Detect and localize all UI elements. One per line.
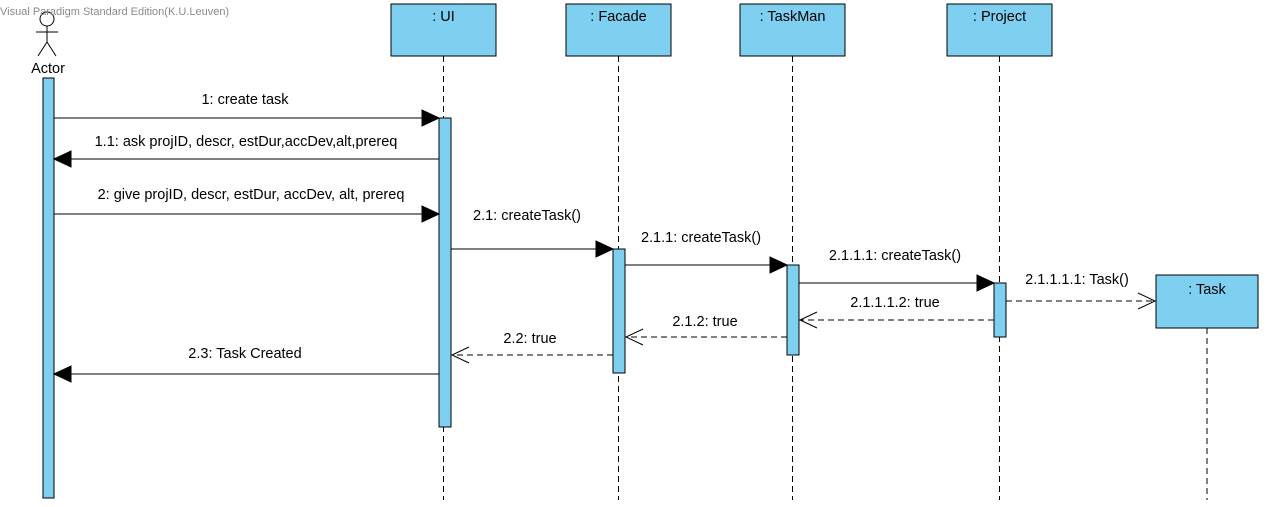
message-2-arrowhead-icon xyxy=(421,205,441,223)
actor-leg-left-icon xyxy=(37,41,48,57)
message-1-1[interactable]: 1.1: ask projID, descr, estDur,accDev,al… xyxy=(52,134,439,168)
actor-activation-bar xyxy=(42,77,55,499)
message-2-3-label: 2.3: Task Created xyxy=(188,346,301,362)
message-2-1[interactable]: 2.1: createTask() xyxy=(451,208,615,258)
message-2-1-2-arrowhead-icon xyxy=(624,328,644,346)
actor-label: Actor xyxy=(31,61,65,77)
message-2-1-1-1-1[interactable]: 2.1.1.1.1: Task() xyxy=(1006,272,1157,310)
message-2-1-1-1-2[interactable]: 2.1.1.1.2: true xyxy=(798,295,994,329)
message-2-1-2[interactable]: 2.1.2: true xyxy=(624,314,787,346)
message-1-1-arrowhead-icon xyxy=(52,150,72,168)
message-2-1-arrowhead-icon xyxy=(595,240,615,258)
message-2-1-1-1-1-arrowhead-icon xyxy=(1137,292,1157,310)
message-2-1-1[interactable]: 2.1.1: createTask() xyxy=(625,230,789,274)
lifeline-facade-label: : Facade xyxy=(590,9,646,25)
lifeline-taskman-activation xyxy=(786,264,800,356)
message-1-label: 1: create task xyxy=(201,92,289,108)
message-2-2-arrowhead-icon xyxy=(450,346,470,364)
actor-leg-right-icon xyxy=(46,41,57,57)
message-2-1-1-arrowhead-icon xyxy=(769,256,789,274)
message-1[interactable]: 1: create task xyxy=(54,92,441,127)
message-2-2[interactable]: 2.2: true xyxy=(450,331,613,364)
message-2-2-label: 2.2: true xyxy=(503,331,556,347)
message-2-3[interactable]: 2.3: Task Created xyxy=(52,346,439,383)
lifeline-facade[interactable]: : Facade xyxy=(565,3,672,500)
message-2-1-2-label: 2.1.2: true xyxy=(672,314,737,330)
lifeline-task-box xyxy=(1155,274,1259,329)
lifeline-taskman-box xyxy=(739,3,846,57)
message-2-label: 2: give projID, descr, estDur, accDev, a… xyxy=(98,187,405,203)
lifeline-facade-activation xyxy=(612,248,626,374)
lifeline-ui[interactable]: : UI xyxy=(390,3,497,500)
message-1-arrowhead-icon xyxy=(421,109,441,127)
lifeline-project-box xyxy=(946,3,1053,57)
lifeline-taskman-label: : TaskMan xyxy=(760,9,826,25)
lifeline-ui-label: : UI xyxy=(432,9,455,25)
message-2-1-1-label: 2.1.1: createTask() xyxy=(641,230,761,246)
message-2-1-label: 2.1: createTask() xyxy=(473,208,581,224)
message-2-1-1-1[interactable]: 2.1.1.1: createTask() xyxy=(799,248,996,292)
lifeline-project-label: : Project xyxy=(973,9,1026,25)
message-2-1-1-1-arrowhead-icon xyxy=(976,274,996,292)
message-1-1-label: 1.1: ask projID, descr, estDur,accDev,al… xyxy=(95,134,398,150)
actor[interactable]: Actor xyxy=(31,11,65,77)
lifeline-project[interactable]: : Project xyxy=(946,3,1053,500)
message-2-1-1-1-2-arrowhead-icon xyxy=(798,311,818,329)
message-2-1-1-1-1-label: 2.1.1.1.1: Task() xyxy=(1025,272,1129,288)
lifeline-facade-box xyxy=(565,3,672,57)
lifeline-task-label: : Task xyxy=(1188,282,1226,298)
message-2[interactable]: 2: give projID, descr, estDur, accDev, a… xyxy=(54,187,441,223)
watermark: Visual Paradigm Standard Edition(K.U.Leu… xyxy=(0,6,229,18)
message-2-1-1-1-label: 2.1.1.1: createTask() xyxy=(829,248,961,264)
lifeline-project-activation xyxy=(993,282,1007,338)
lifeline-ui-activation xyxy=(438,117,452,428)
message-2-1-1-1-2-label: 2.1.1.1.2: true xyxy=(850,295,939,311)
lifeline-task[interactable]: : Task xyxy=(1155,274,1259,500)
lifeline-ui-box xyxy=(390,3,497,57)
message-2-3-arrowhead-icon xyxy=(52,365,72,383)
lifeline-taskman[interactable]: : TaskMan xyxy=(739,3,846,500)
